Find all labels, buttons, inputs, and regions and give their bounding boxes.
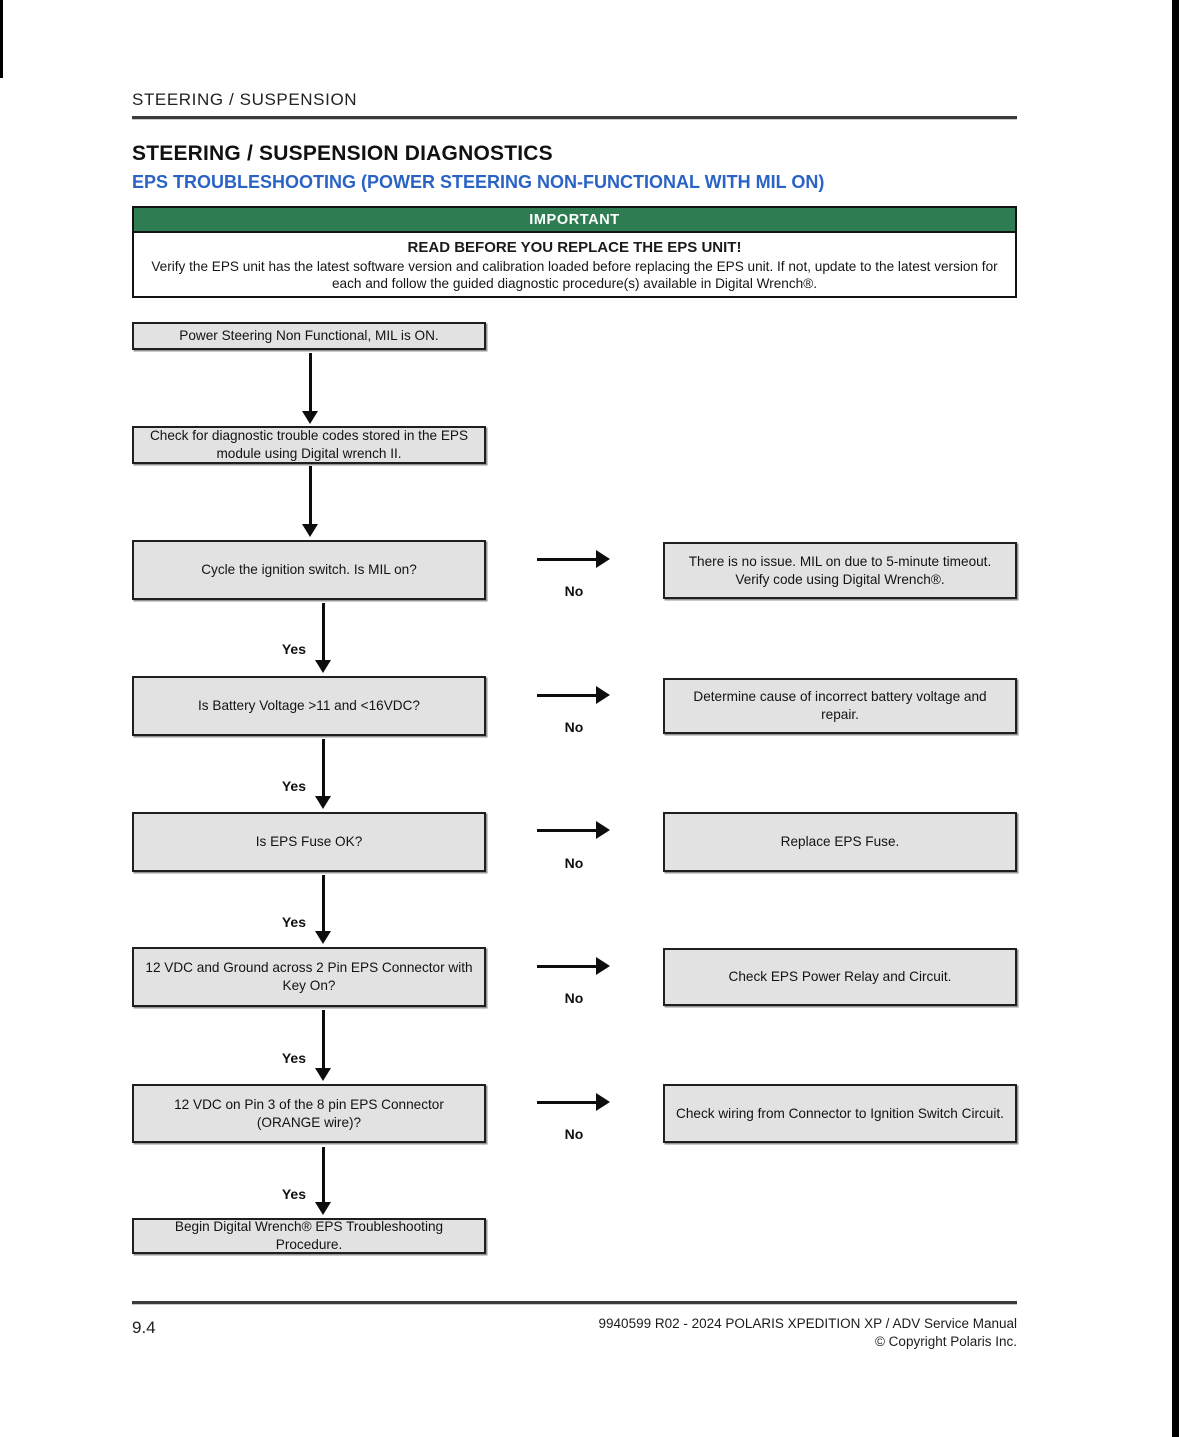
- yes-label: Yes: [281, 641, 306, 657]
- arrow-down-icon: [315, 875, 331, 944]
- scan-edge-right: [1172, 0, 1179, 1437]
- flow-outcome-text: There is no issue. MIL on due to 5-minut…: [688, 553, 992, 587]
- footer-divider: [132, 1301, 1017, 1305]
- arrow-right-icon: [537, 957, 610, 975]
- important-label: IMPORTANT: [134, 208, 1015, 233]
- no-label: No: [564, 990, 584, 1006]
- flow-step-text: 12 VDC and Ground across 2 Pin EPS Conne…: [145, 960, 473, 993]
- flow-step-box: 12 VDC on Pin 3 of the 8 pin EPS Connect…: [132, 1084, 486, 1143]
- flow-step-text: Begin Digital Wrench® EPS Troubleshootin…: [174, 1219, 444, 1252]
- yes-label: Yes: [281, 914, 306, 930]
- flow-step-text: Is EPS Fuse OK?: [255, 834, 363, 850]
- flow-step-box: Cycle the ignition switch. Is MIL on?: [132, 540, 486, 600]
- flow-step-box: Check for diagnostic trouble codes store…: [132, 426, 486, 464]
- flow-outcome-text: Check wiring from Connector to Ignition …: [676, 1105, 1004, 1121]
- flow-outcome-text: Check EPS Power Relay and Circuit.: [728, 969, 952, 985]
- flow-step-box: Is Battery Voltage >11 and <16VDC?: [132, 676, 486, 736]
- running-header: STEERING / SUSPENSION: [132, 90, 358, 109]
- flow-step-box: Begin Digital Wrench® EPS Troubleshootin…: [132, 1218, 486, 1254]
- flow-outcome-box: There is no issue. MIL on due to 5-minut…: [663, 542, 1017, 599]
- arrow-right-icon: [537, 550, 610, 568]
- flow-step-box: 12 VDC and Ground across 2 Pin EPS Conne…: [132, 947, 486, 1007]
- flow-step-text: Check for diagnostic trouble codes store…: [149, 428, 469, 461]
- flow-step-text: Is Battery Voltage >11 and <16VDC?: [198, 698, 420, 714]
- important-box: IMPORTANT READ BEFORE YOU REPLACE THE EP…: [132, 206, 1017, 298]
- flow-step-text: Power Steering Non Functional, MIL is ON…: [179, 328, 439, 344]
- no-label: No: [564, 1126, 584, 1142]
- important-heading: READ BEFORE YOU REPLACE THE EPS UNIT!: [407, 239, 742, 256]
- yes-label: Yes: [281, 1050, 306, 1066]
- arrow-right-icon: [537, 1093, 610, 1111]
- flow-outcome-box: Determine cause of incorrect battery vol…: [663, 678, 1017, 734]
- flow-step-box: Is EPS Fuse OK?: [132, 812, 486, 872]
- flow-outcome-box: Replace EPS Fuse.: [663, 812, 1017, 872]
- arrow-down-icon: [302, 466, 318, 537]
- arrow-right-icon: [537, 686, 610, 704]
- flow-outcome-box: Check EPS Power Relay and Circuit.: [663, 948, 1017, 1006]
- yes-label: Yes: [281, 778, 306, 794]
- footer-line-1: 9940599 R02 - 2024 POLARIS XPEDITION XP …: [598, 1316, 1017, 1331]
- arrow-down-icon: [302, 353, 318, 424]
- arrow-down-icon: [315, 1147, 331, 1215]
- flow-step-text: 12 VDC on Pin 3 of the 8 pin EPS Connect…: [174, 1096, 444, 1130]
- page-title: STEERING / SUSPENSION DIAGNOSTICS: [132, 142, 553, 165]
- flow-outcome-text: Determine cause of incorrect battery vol…: [693, 689, 987, 722]
- yes-label: Yes: [281, 1186, 306, 1202]
- important-body: Verify the EPS unit has the latest softw…: [151, 259, 998, 292]
- page-number: 9.4: [132, 1318, 156, 1337]
- subsection-title: EPS TROUBLESHOOTING (POWER STEERING NON-…: [132, 172, 825, 192]
- footer-line-2: © Copyright Polaris Inc.: [874, 1334, 1017, 1350]
- no-label: No: [564, 583, 584, 599]
- header-divider: [132, 116, 1017, 120]
- no-label: No: [564, 719, 584, 735]
- flow-outcome-text: Replace EPS Fuse.: [780, 834, 900, 850]
- arrow-down-icon: [315, 739, 331, 809]
- flow-step-text: Cycle the ignition switch. Is MIL on?: [201, 562, 417, 578]
- arrow-down-icon: [315, 1010, 331, 1081]
- arrow-right-icon: [537, 821, 610, 839]
- arrow-down-icon: [315, 603, 331, 673]
- flow-outcome-box: Check wiring from Connector to Ignition …: [663, 1084, 1017, 1143]
- flow-step-box: Power Steering Non Functional, MIL is ON…: [132, 322, 486, 350]
- no-label: No: [564, 855, 584, 871]
- scan-edge-left: [0, 0, 3, 78]
- footer-text: 9940599 R02 - 2024 POLARIS XPEDITION XP …: [500, 1315, 1017, 1351]
